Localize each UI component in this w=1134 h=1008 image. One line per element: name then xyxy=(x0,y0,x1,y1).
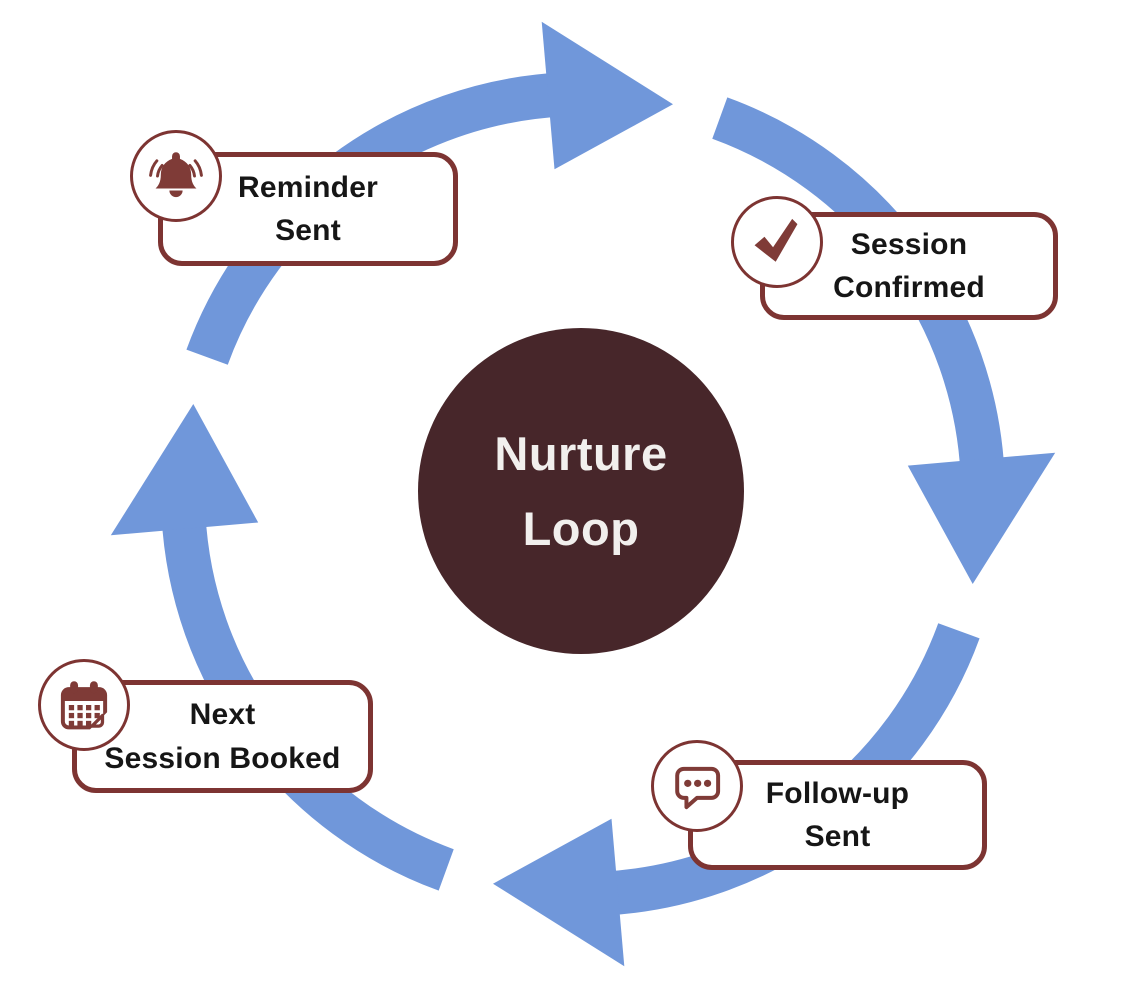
step-label-line1: Follow-up xyxy=(765,776,910,810)
step-label: Reminder Sent xyxy=(238,166,378,253)
cycle-arrow-left xyxy=(110,404,454,891)
center-circle: Nurture Loop xyxy=(418,328,744,654)
step-label-line2: Session Booked xyxy=(104,741,341,775)
cycle-arrow-right xyxy=(712,97,1056,584)
check-icon xyxy=(731,196,823,288)
center-title-line2: Loop xyxy=(522,502,640,555)
step-label-line2: Sent xyxy=(804,820,871,853)
chat-icon xyxy=(651,740,743,832)
step-label: Follow-up Sent xyxy=(766,772,909,859)
step-label-line1: Session xyxy=(850,227,968,261)
center-title-line1: Nurture xyxy=(494,426,668,480)
step-label: Next Session Booked xyxy=(104,693,340,780)
step-label-line1: Next xyxy=(189,698,256,731)
calendar-icon xyxy=(38,659,130,751)
step-label-line2: Confirmed xyxy=(833,271,985,304)
step-label-line1: Reminder xyxy=(238,170,378,204)
step-label-line2: Sent xyxy=(275,214,341,247)
step-label: Session Confirmed xyxy=(833,223,985,310)
bell-icon xyxy=(130,130,222,222)
